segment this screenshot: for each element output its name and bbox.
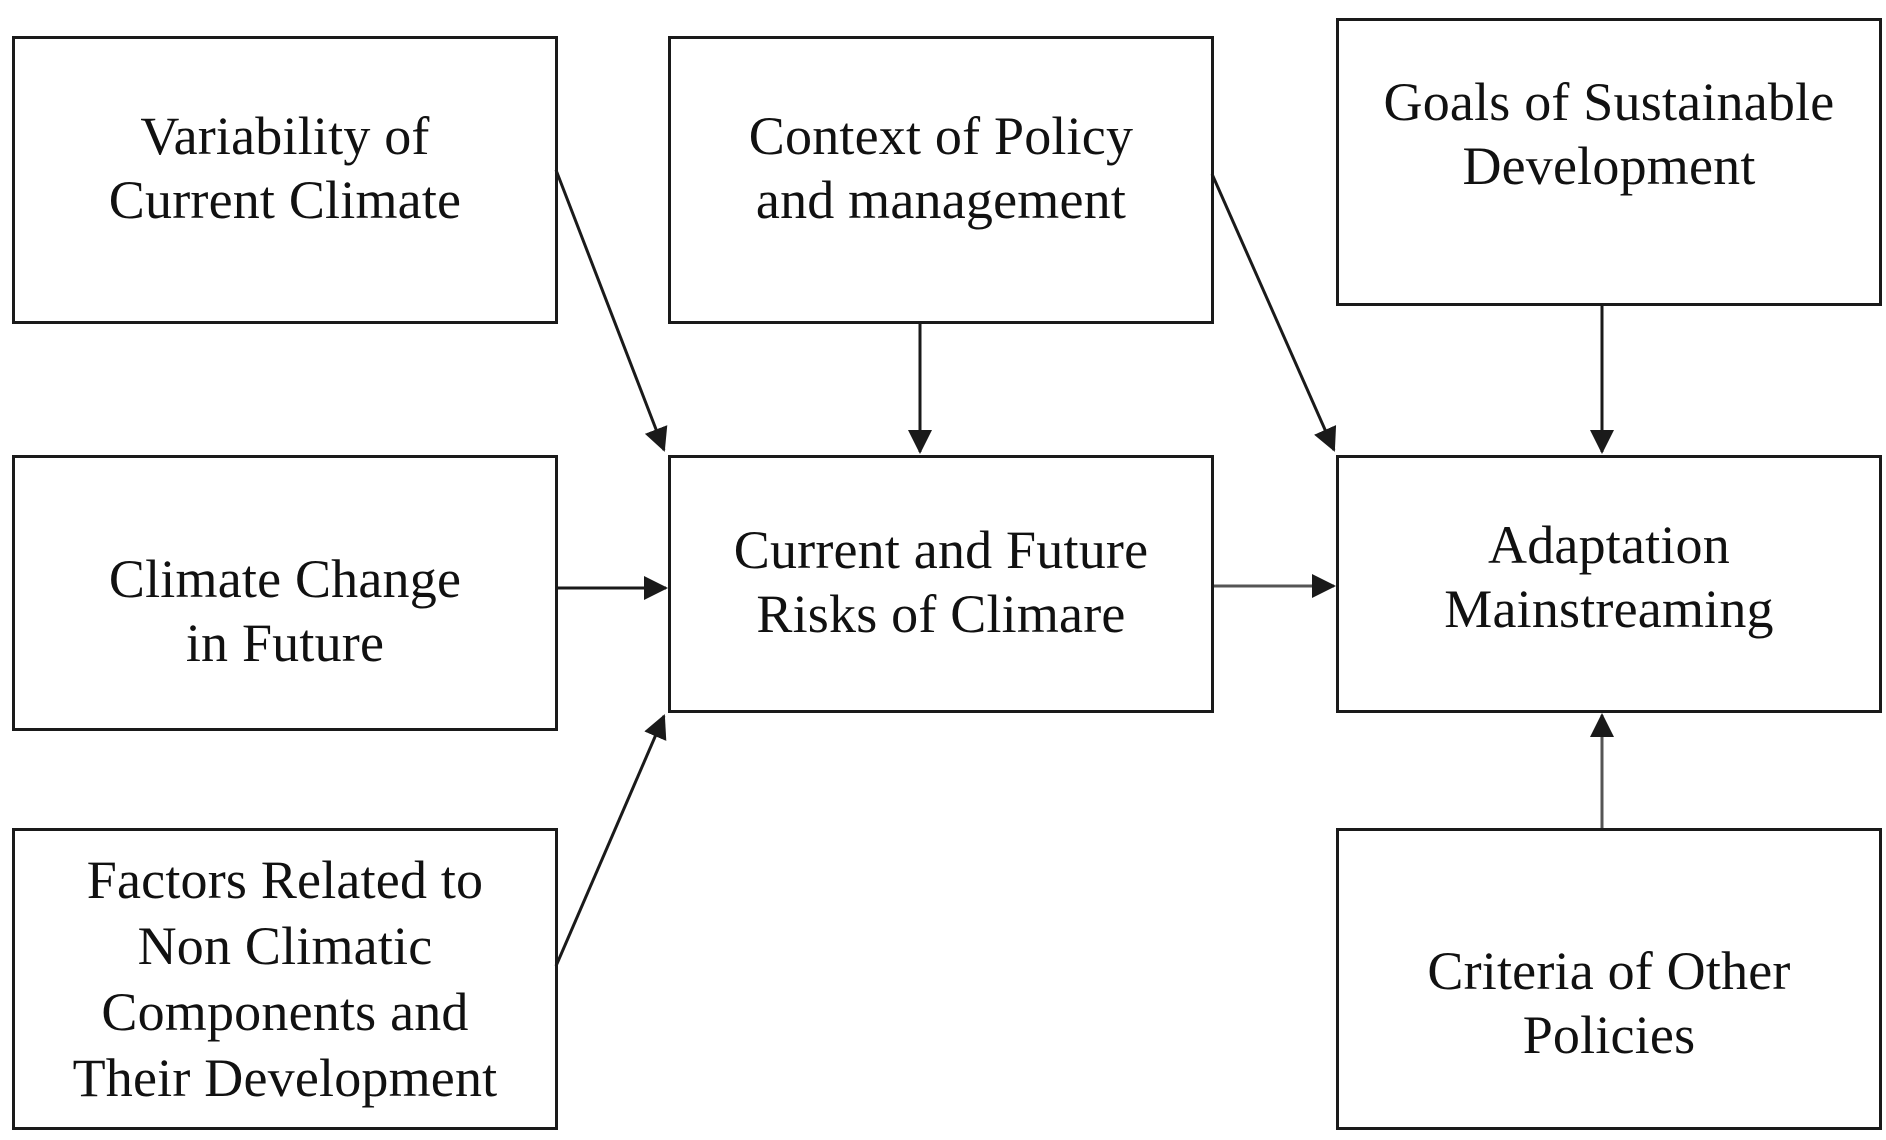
node-label: Adaptation Mainstreaming — [1444, 515, 1774, 639]
edge-context-to-adaptation — [1210, 173, 1337, 452]
node-adaptation-mainstreaming: Adaptation Mainstreaming — [1336, 455, 1882, 713]
node-current-and-future-risks: Current and Future Risks of Climare — [668, 455, 1214, 713]
node-label: Climate Change in Future — [108, 549, 462, 673]
node-climate-change-in-future: Climate Change in Future — [12, 455, 558, 731]
edge-variability-to-risks — [554, 169, 668, 452]
node-variability-of-current-climate: Variability of Current Climate — [12, 36, 558, 324]
node-factors-non-climatic-components: Factors Related to Non Climatic Componen… — [12, 828, 558, 1130]
node-label: Criteria of Other Policies — [1427, 941, 1791, 1065]
node-label: Current and Future Risks of Climare — [733, 520, 1149, 644]
node-label: Variability of Current Climate — [108, 106, 462, 230]
node-criteria-of-other-policies: Criteria of Other Policies — [1336, 828, 1882, 1130]
node-label: Context of Policy and management — [748, 106, 1134, 230]
edge-factors-to-risks — [554, 714, 667, 967]
node-context-of-policy: Context of Policy and management — [668, 36, 1214, 324]
node-label: Factors Related to Non Climatic Componen… — [72, 850, 498, 1108]
node-label: Goals of Sustainable Development — [1383, 72, 1835, 196]
node-goals-of-sustainable-development: Goals of Sustainable Development — [1336, 18, 1882, 306]
